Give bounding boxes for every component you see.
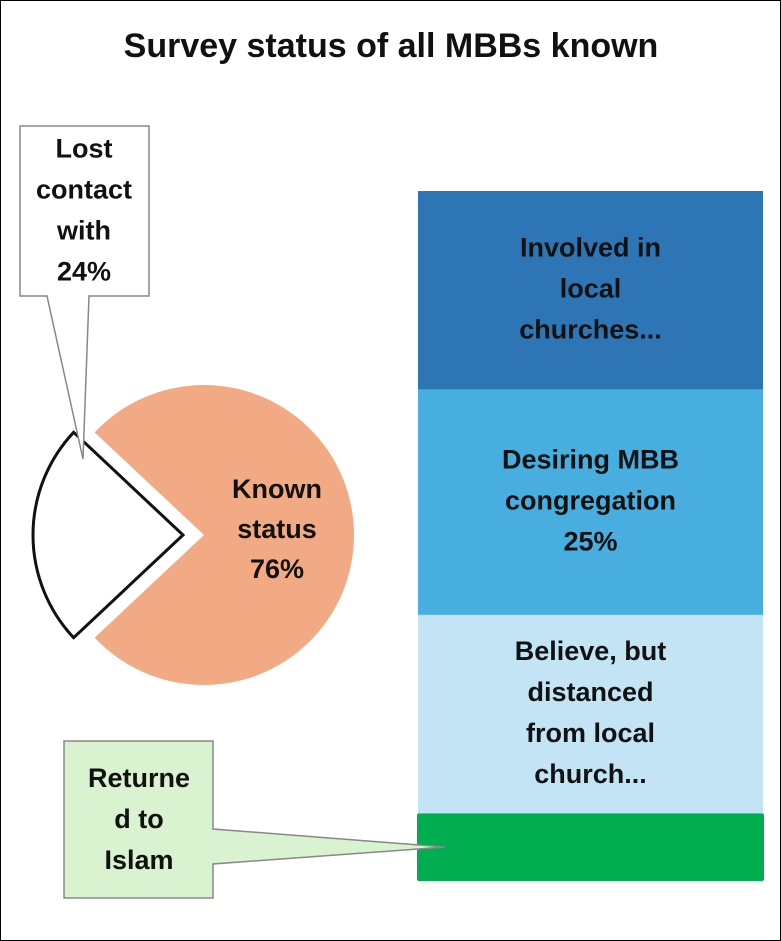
callout-label-returned-to-islam: Islam [104, 845, 173, 875]
pie-slice-known-status [94, 385, 354, 686]
callout-label-lost-contact: contact [36, 175, 132, 205]
bar-label: from local [526, 718, 655, 748]
bar-label: Desiring MBB [502, 444, 679, 474]
pie-slice-lost-contact [31, 430, 186, 640]
callouts: Lost contact with 24% Returne d to Islam [19, 125, 446, 899]
callout-lost-contact [19, 125, 150, 460]
bar-label: congregation [505, 485, 676, 515]
callout-label-returned-to-islam: Returne [88, 763, 190, 793]
pie-chart: Known status 76% [31, 385, 354, 686]
bar-label: churches... [519, 314, 662, 344]
bar-label: local [560, 273, 622, 303]
callout-label-lost-contact: with [56, 216, 111, 246]
callout-label-lost-contact: Lost [56, 134, 113, 164]
pie-label-known-status: Known [232, 474, 322, 504]
bar-label: Believe, but [515, 636, 667, 666]
callout-label-returned-to-islam: d to [114, 804, 163, 834]
pie-label-known-status: status [237, 514, 317, 544]
bar-segment-involved-in-local-churches [418, 191, 763, 390]
callout-label-lost-contact: 24% [57, 257, 111, 287]
bar-label: church... [534, 759, 647, 789]
callout-returned-to-islam [63, 740, 446, 899]
pie-label-known-status: 76% [250, 554, 304, 584]
bar-label: Involved in [520, 232, 661, 262]
bar-segment-believe-but-distanced-from-local-church [418, 614, 763, 814]
bar-label: 25% [563, 526, 617, 556]
bar-label: distanced [527, 677, 653, 707]
bar-segment-desiring-mbb-congregation [418, 389, 763, 615]
stacked-bar: Involved in local churches... Desiring MBB c… [417, 191, 764, 881]
bar-segment-returned-to-islam [417, 813, 764, 881]
chart-title: Survey status of all MBBs known [124, 27, 659, 65]
